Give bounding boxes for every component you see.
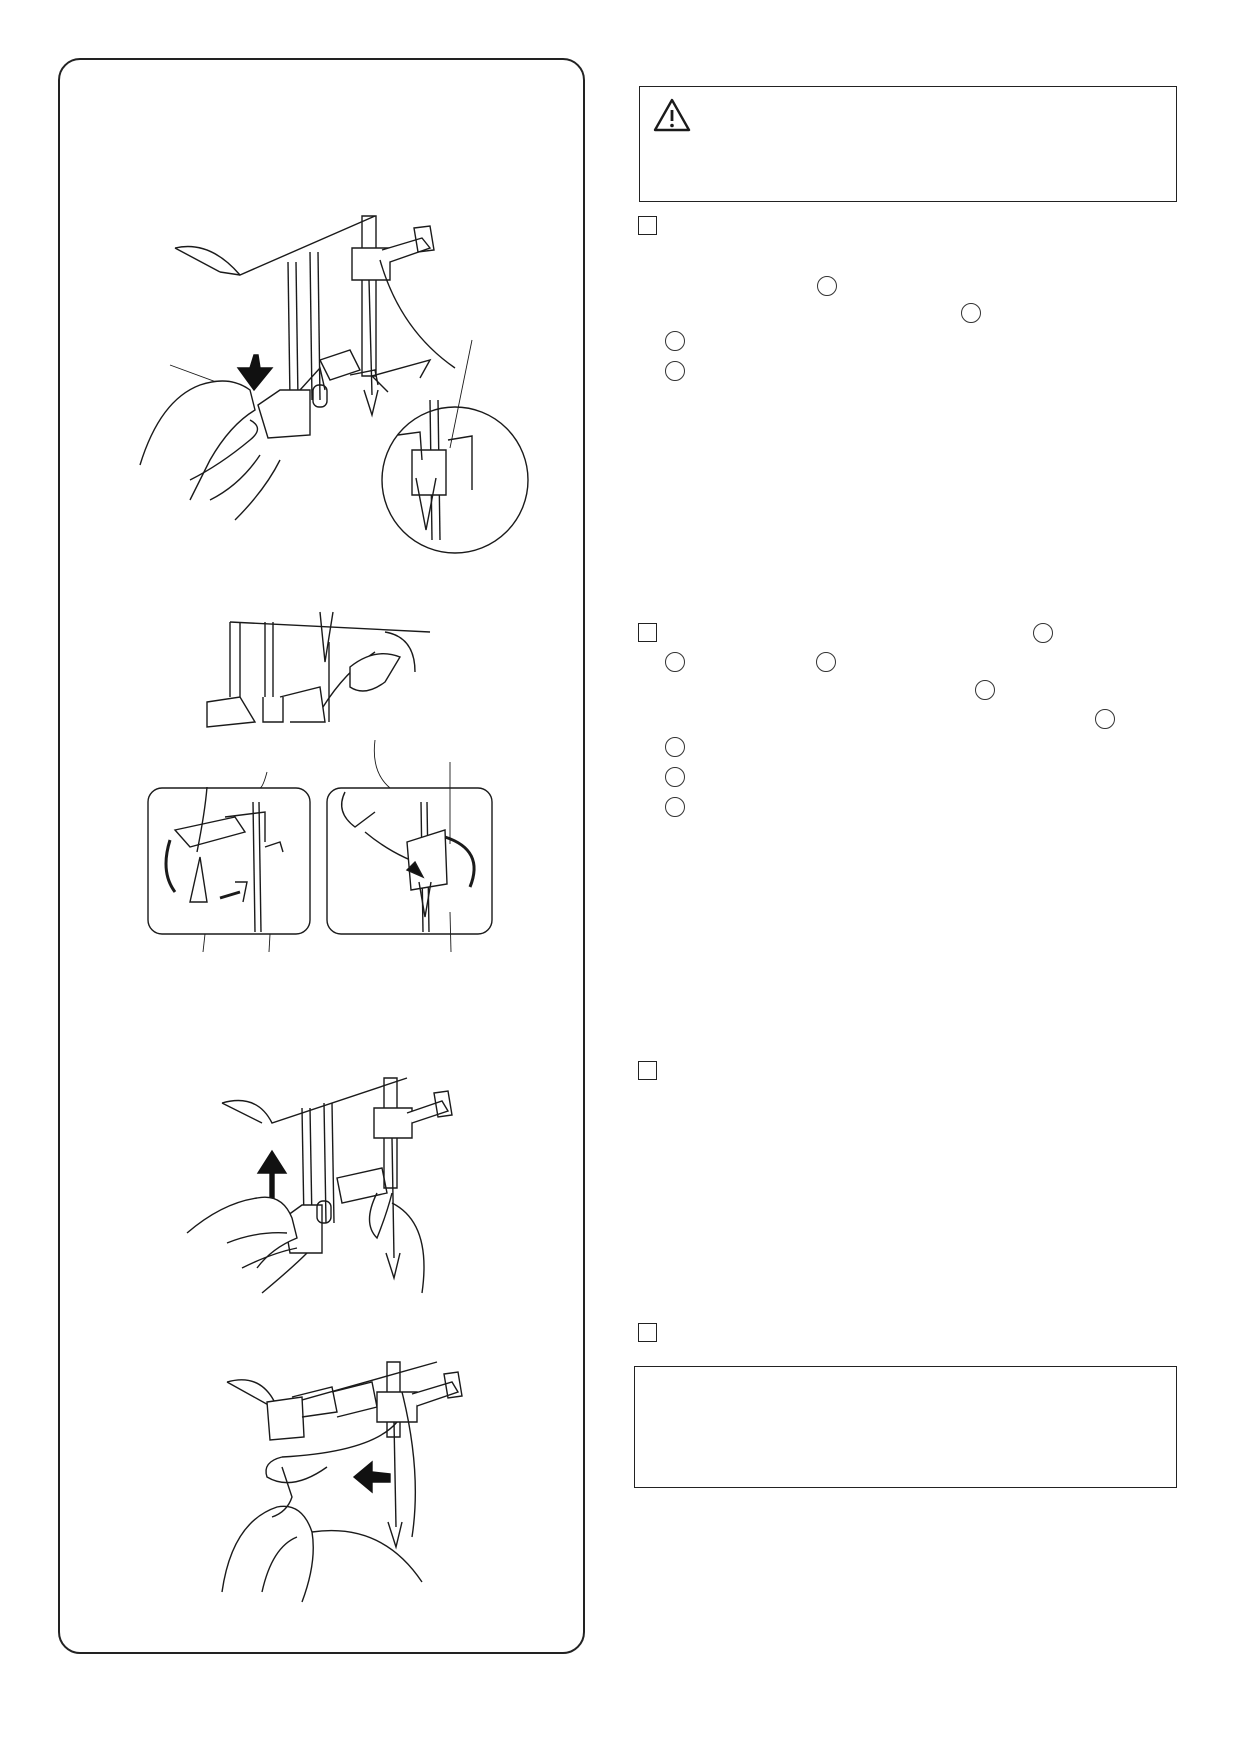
note-box — [634, 1366, 1177, 1488]
warning-triangle-icon — [653, 98, 691, 132]
lower-needle-threader-lever-illustration — [150, 200, 550, 560]
reference-marker — [975, 680, 995, 700]
reference-marker — [665, 361, 685, 381]
step-3-checkbox — [638, 1061, 657, 1080]
reference-marker — [816, 652, 836, 672]
release-lever-illustration — [202, 1053, 482, 1293]
reference-marker — [665, 652, 685, 672]
step-4-checkbox — [638, 1323, 657, 1342]
illustration-panel — [58, 58, 585, 1654]
reference-marker — [665, 737, 685, 757]
step-1-checkbox — [638, 216, 657, 235]
hook-thread-on-guide-illustration — [145, 612, 505, 952]
pull-thread-loop-illustration — [222, 1322, 482, 1602]
reference-marker — [817, 276, 837, 296]
reference-marker — [665, 767, 685, 787]
reference-marker — [665, 797, 685, 817]
step-2-checkbox — [638, 623, 657, 642]
warning-box — [639, 86, 1177, 202]
reference-marker — [1095, 709, 1115, 729]
reference-marker — [665, 331, 685, 351]
reference-marker — [1033, 623, 1053, 643]
reference-marker — [961, 303, 981, 323]
